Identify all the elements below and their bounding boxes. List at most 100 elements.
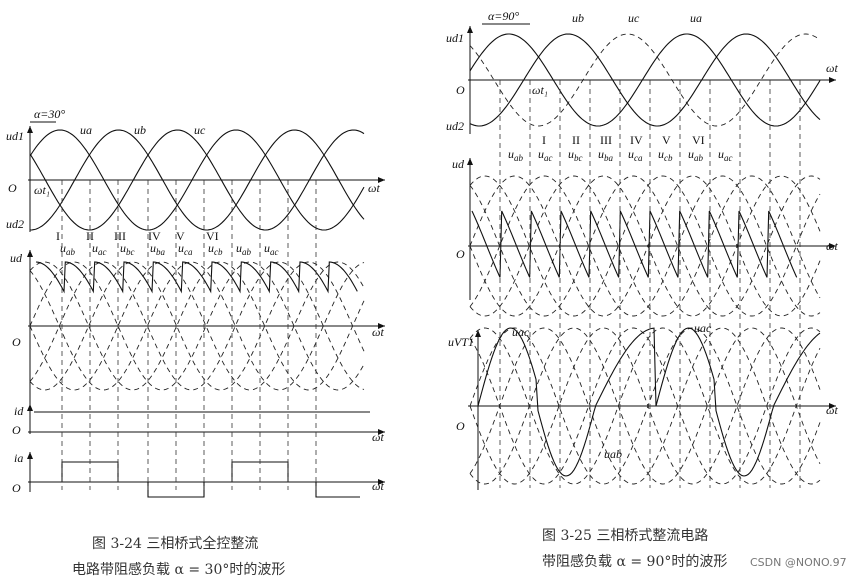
left-x-axis-2-arrow	[378, 323, 385, 329]
right-origin-2: O	[456, 247, 465, 261]
right-line-voltage-dashed-5	[469, 175, 821, 317]
right-uvt-dashed-5	[469, 327, 821, 485]
right-phase-wave-1	[469, 33, 821, 127]
left-phase-wave-0	[29, 129, 365, 231]
left-origin-3: O	[12, 423, 21, 437]
left-phase-label-b: ub	[134, 123, 146, 137]
right-uvt-dashed-3	[469, 327, 821, 485]
left-axis-label-3: ωt	[372, 430, 384, 444]
left-roman-6: VI	[206, 229, 219, 243]
right-line-voltage-label-0: uab	[508, 147, 524, 163]
right-ud-waveform	[471, 210, 798, 278]
right-caption-line1: 图 3-25 三相桥式整流电路	[542, 528, 708, 544]
left-ud-waveform	[35, 261, 358, 294]
right-line-voltage-label-5: ucb	[658, 147, 673, 163]
right-roman-1: I	[542, 133, 546, 147]
left-phase-voltage-panel	[27, 121, 385, 232]
left-line-voltage-label-6: uab	[236, 241, 252, 257]
right-uvt-label-2: uac	[694, 321, 712, 335]
left-origin-1: O	[8, 181, 17, 195]
left-ud1-label: ud1	[6, 129, 24, 143]
right-ud1-label: ud1	[446, 31, 464, 45]
right-roman-6: VI	[692, 133, 705, 147]
right-ud2-label: ud2	[446, 119, 464, 133]
right-roman-5: V	[662, 133, 671, 147]
left-ud2-label: ud2	[6, 217, 24, 231]
right-caption-line2: 带阻感负载 α = 90°时的波形	[542, 553, 727, 570]
right-roman-3: III	[600, 133, 612, 147]
left-axis-label-1: ωt	[368, 181, 380, 195]
right-x-axis-3-arrow	[829, 403, 836, 409]
left-y-axis-2-arrow	[27, 250, 33, 257]
left-line-voltage-dashed-1	[29, 261, 365, 391]
watermark: CSDN @NONO.97	[750, 556, 847, 569]
left-alpha-label: α=30°	[34, 107, 65, 121]
right-vertical-markers	[499, 80, 801, 488]
left-ia-panel	[27, 452, 385, 498]
right-y-axis-3-arrow	[475, 330, 481, 337]
left-line-voltage-dashed-2	[29, 261, 365, 391]
left-line-voltage-label-7: uac	[264, 241, 279, 257]
right-phase-label-a: ua	[690, 11, 702, 25]
right-phase-label-b: ub	[572, 11, 584, 25]
left-line-voltage-label-4: uca	[178, 241, 193, 257]
right-line-voltage-dashed-0	[469, 175, 821, 317]
left-line-voltage-label-5: ucb	[208, 241, 223, 257]
right-uvt-dashed-0	[469, 327, 821, 485]
right-line-voltage-label-6: uab	[688, 147, 704, 163]
right-y-axis-1-arrow	[467, 26, 473, 33]
right-line-voltage-dashed-3	[469, 175, 821, 317]
right-roman-2: II	[572, 133, 580, 147]
left-line-voltage-label-2: ubc	[120, 241, 135, 257]
left-x-axis-3-arrow	[378, 429, 385, 435]
left-y-axis-3-arrow	[27, 404, 33, 411]
right-uvt-dashed-4	[469, 327, 821, 485]
right-phase-label-c: uc	[628, 11, 640, 25]
left-phase-label-a: ua	[80, 123, 92, 137]
left-roman-1: I	[56, 229, 60, 243]
right-phase-wave-0	[469, 33, 821, 127]
left-line-voltage-dashed-5	[29, 261, 365, 391]
left-caption-line1: 图 3-24 三相桥式全控整流	[92, 535, 258, 552]
left-roman-4: IV	[148, 229, 161, 243]
left-line-voltage-dashed-4	[29, 261, 365, 391]
right-uvt-label-1: uac	[512, 325, 530, 339]
right-line-voltage-dashed-2	[469, 175, 821, 317]
right-uvt1-panel	[468, 327, 836, 490]
right-uvt1-waveform	[477, 327, 821, 477]
right-uvt1-label: uVT1	[448, 335, 474, 349]
left-vertical-markers	[61, 180, 317, 490]
left-phase-wave-1	[29, 129, 365, 231]
right-uvt-label-3: uab	[604, 447, 622, 461]
right-axis-label-1: ωt	[826, 61, 838, 75]
left-ia-label: ia	[14, 451, 23, 465]
left-axis-label-4: ωt	[372, 479, 384, 493]
left-wt1-label: ωt₁	[34, 183, 50, 197]
right-phase-voltage-panel	[467, 23, 836, 134]
left-x-axis-4-arrow	[378, 479, 385, 485]
right-line-voltage-label-2: ubc	[568, 147, 583, 163]
right-line-voltage-label-7: uac	[718, 147, 733, 163]
left-line-voltage-label-3: uba	[150, 241, 166, 257]
right-line-voltage-label-4: uca	[628, 147, 643, 163]
right-uvt-dashed-1	[469, 327, 821, 485]
right-ud-label: ud	[452, 157, 465, 171]
right-line-voltage-dashed-1	[469, 175, 821, 317]
left-y-axis-4-arrow	[27, 452, 33, 459]
left-ud-label: ud	[10, 251, 23, 265]
left-x-axis-1-arrow	[378, 177, 385, 183]
right-x-axis-1-arrow	[829, 77, 836, 83]
left-origin-2: O	[12, 335, 21, 349]
left-origin-4: O	[12, 481, 21, 495]
left-id-label: id	[14, 404, 24, 418]
right-line-voltage-label-3: uba	[598, 147, 614, 163]
left-axis-label-2: ωt	[372, 325, 384, 339]
left-y-axis-1-arrow	[27, 126, 33, 133]
right-origin-3: O	[456, 419, 465, 433]
left-caption-line2: 电路带阻感负载 α = 30°时的波形	[72, 561, 285, 578]
left-phase-wave-2	[29, 129, 365, 231]
